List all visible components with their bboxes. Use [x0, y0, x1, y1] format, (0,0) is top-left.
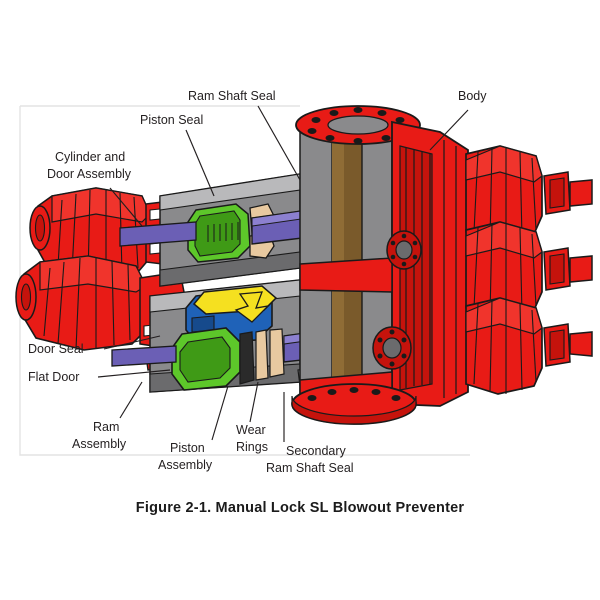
- right-cylinder-1-top: [465, 145, 543, 183]
- wear-ring-3: [269, 328, 285, 378]
- top-flange-bore: [327, 115, 389, 135]
- right-cylinder-1-lock-cap: [569, 179, 593, 207]
- right-cylinder-3-lock-slot: [549, 329, 565, 361]
- leader-flat-door: [97, 369, 171, 378]
- leader-door-seal: [103, 335, 161, 350]
- lower-piston-inner: [179, 336, 231, 383]
- body-rib-shadow: [399, 145, 433, 391]
- callout-piston-assembly-line1: Piston: [170, 441, 205, 455]
- upper-shaft-left: [119, 221, 197, 247]
- callout-wear-rings-line1: Wear: [236, 423, 266, 437]
- callout-ram-assembly-line2: Assembly: [72, 437, 127, 451]
- right-cylinder-3-top: [465, 297, 543, 335]
- lower-shaft-left: [111, 345, 177, 367]
- body-side-port-lower: [372, 326, 412, 370]
- leader-body: [429, 109, 469, 151]
- callout-ram-shaft-seal: Ram Shaft Seal: [188, 89, 276, 103]
- right-cylinder-2: [465, 221, 593, 319]
- callout-wear-rings-line2: Rings: [236, 440, 268, 454]
- right-cylinder-3-ribs: [473, 299, 537, 394]
- right-cylinder-assemblies: [465, 145, 593, 395]
- leader-piston-seal: [185, 129, 215, 197]
- top-flange-bolt-holes: [307, 107, 409, 144]
- wear-ring-1: [239, 331, 255, 385]
- body-side-port-upper: [386, 230, 422, 270]
- bottom-flange-shade: [291, 395, 417, 425]
- right-cylinder-2-lock-slot: [549, 253, 565, 285]
- callout-piston-assembly-line2: Assembly: [158, 458, 213, 472]
- callout-piston-seal: Piston Seal: [140, 113, 203, 127]
- right-cylinder-2-lock-cap: [569, 255, 593, 283]
- lower-cylinder-end-bore: [20, 283, 32, 311]
- upper-shaft-threads: [207, 222, 239, 242]
- lower-ram-packer-detail: [234, 291, 270, 323]
- callout-secondary-seal-line2: Ram Shaft Seal: [266, 461, 354, 475]
- leader-ram-assembly: [119, 381, 143, 419]
- leader-ram-shaft-seal: [257, 105, 301, 181]
- right-cylinder-3-lock-cap: [569, 331, 593, 357]
- right-cylinder-3: [465, 297, 593, 395]
- leader-cylinder-door-assembly: [109, 187, 143, 227]
- figure-caption: Figure 2-1. Manual Lock SL Blowout Preve…: [135, 500, 465, 516]
- right-cylinder-2-ribs: [473, 223, 537, 318]
- callout-flat-door: Flat Door: [28, 370, 79, 384]
- callout-door-seal: Door Seal: [28, 342, 84, 356]
- right-cylinder-1-lock-slot: [549, 177, 565, 209]
- body-mid-rib: [299, 257, 393, 293]
- leader-lines: [97, 105, 469, 442]
- callout-ram-assembly-line1: Ram: [93, 420, 119, 434]
- upper-cylinder-end-bore: [34, 214, 46, 242]
- bottom-flange-bolt-holes: [307, 387, 401, 401]
- figure-frame: [19, 106, 470, 456]
- leader-piston-assembly: [211, 385, 229, 441]
- upper-piston-inner: [194, 210, 241, 257]
- wear-ring-2: [255, 329, 269, 381]
- right-cylinder-1: [465, 145, 593, 243]
- bop-body: [291, 105, 469, 425]
- lower-cylinder-ribs: [43, 257, 131, 350]
- callout-body: Body: [458, 89, 487, 103]
- callout-cylinder-door-line2: Door Assembly: [47, 167, 132, 181]
- leader-wear-rings: [249, 381, 259, 423]
- callout-secondary-seal-line1: Secondary: [286, 444, 347, 458]
- illustration-group: Ram Shaft Seal Piston Seal Body Cylinder…: [15, 89, 593, 475]
- right-cylinder-2-top: [465, 221, 543, 259]
- callout-labels: Ram Shaft Seal Piston Seal Body Cylinder…: [28, 89, 487, 475]
- callout-cylinder-door-line1: Cylinder and: [55, 150, 125, 164]
